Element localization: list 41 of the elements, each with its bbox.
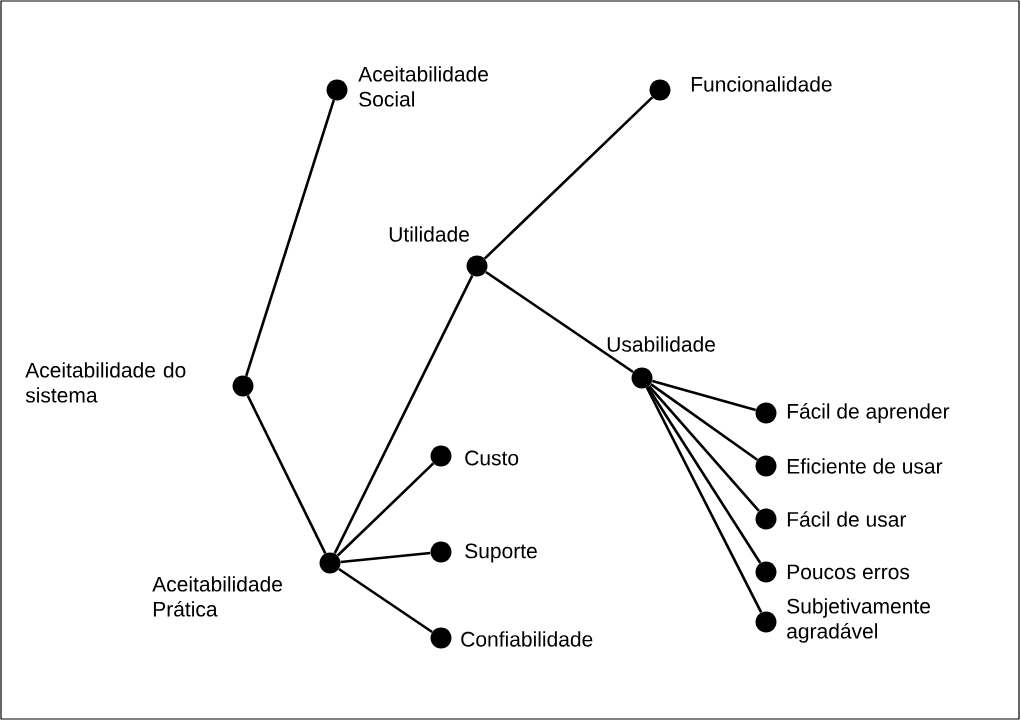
- node-label: Fácil de usar: [787, 511, 907, 527]
- node-label: Custo: [465, 450, 519, 466]
- connector-line: [336, 462, 435, 557]
- dot: [232, 375, 254, 397]
- node-label: Utilidade: [389, 226, 469, 242]
- node-label: Aceitabilidade Prática: [152, 576, 282, 617]
- node-label: Confiabilidade: [461, 631, 593, 647]
- connector-line: [645, 386, 763, 614]
- connector-line: [649, 383, 759, 461]
- node-label: Subjetivamente agradável: [787, 598, 930, 643]
- node-label: Fácil de aprender: [787, 403, 950, 423]
- node-label: Eficiente de usar: [787, 458, 943, 474]
- connector-line: [340, 551, 431, 564]
- dot: [755, 611, 777, 633]
- connector-line: [333, 275, 474, 554]
- dot: [631, 367, 653, 389]
- connector-line: [338, 567, 433, 634]
- dot: [326, 79, 348, 101]
- node-label: Aceitabilidade Social: [358, 66, 488, 107]
- dot: [430, 627, 452, 649]
- node-label: Poucos erros: [787, 564, 910, 580]
- node-label: Aceitabilidade do sistema: [25, 362, 186, 403]
- connector-line: [245, 99, 335, 377]
- node-label: Usabilidade: [607, 336, 715, 352]
- node-label: Suporte: [465, 543, 537, 563]
- connector-line: [646, 386, 762, 564]
- connector-line: [651, 379, 757, 412]
- dot: [319, 552, 341, 574]
- dot: [649, 79, 671, 101]
- connector-line: [648, 385, 760, 512]
- connector-line: [485, 270, 634, 374]
- node-label: Funcionalidade: [691, 76, 832, 92]
- dot: [466, 255, 488, 277]
- connector-line: [483, 96, 654, 260]
- dot: [430, 541, 452, 563]
- dot: [430, 445, 452, 467]
- dot: [755, 455, 777, 477]
- dot: [755, 402, 777, 424]
- dot: [755, 561, 777, 583]
- dot: [755, 508, 777, 530]
- connector-line: [246, 395, 327, 554]
